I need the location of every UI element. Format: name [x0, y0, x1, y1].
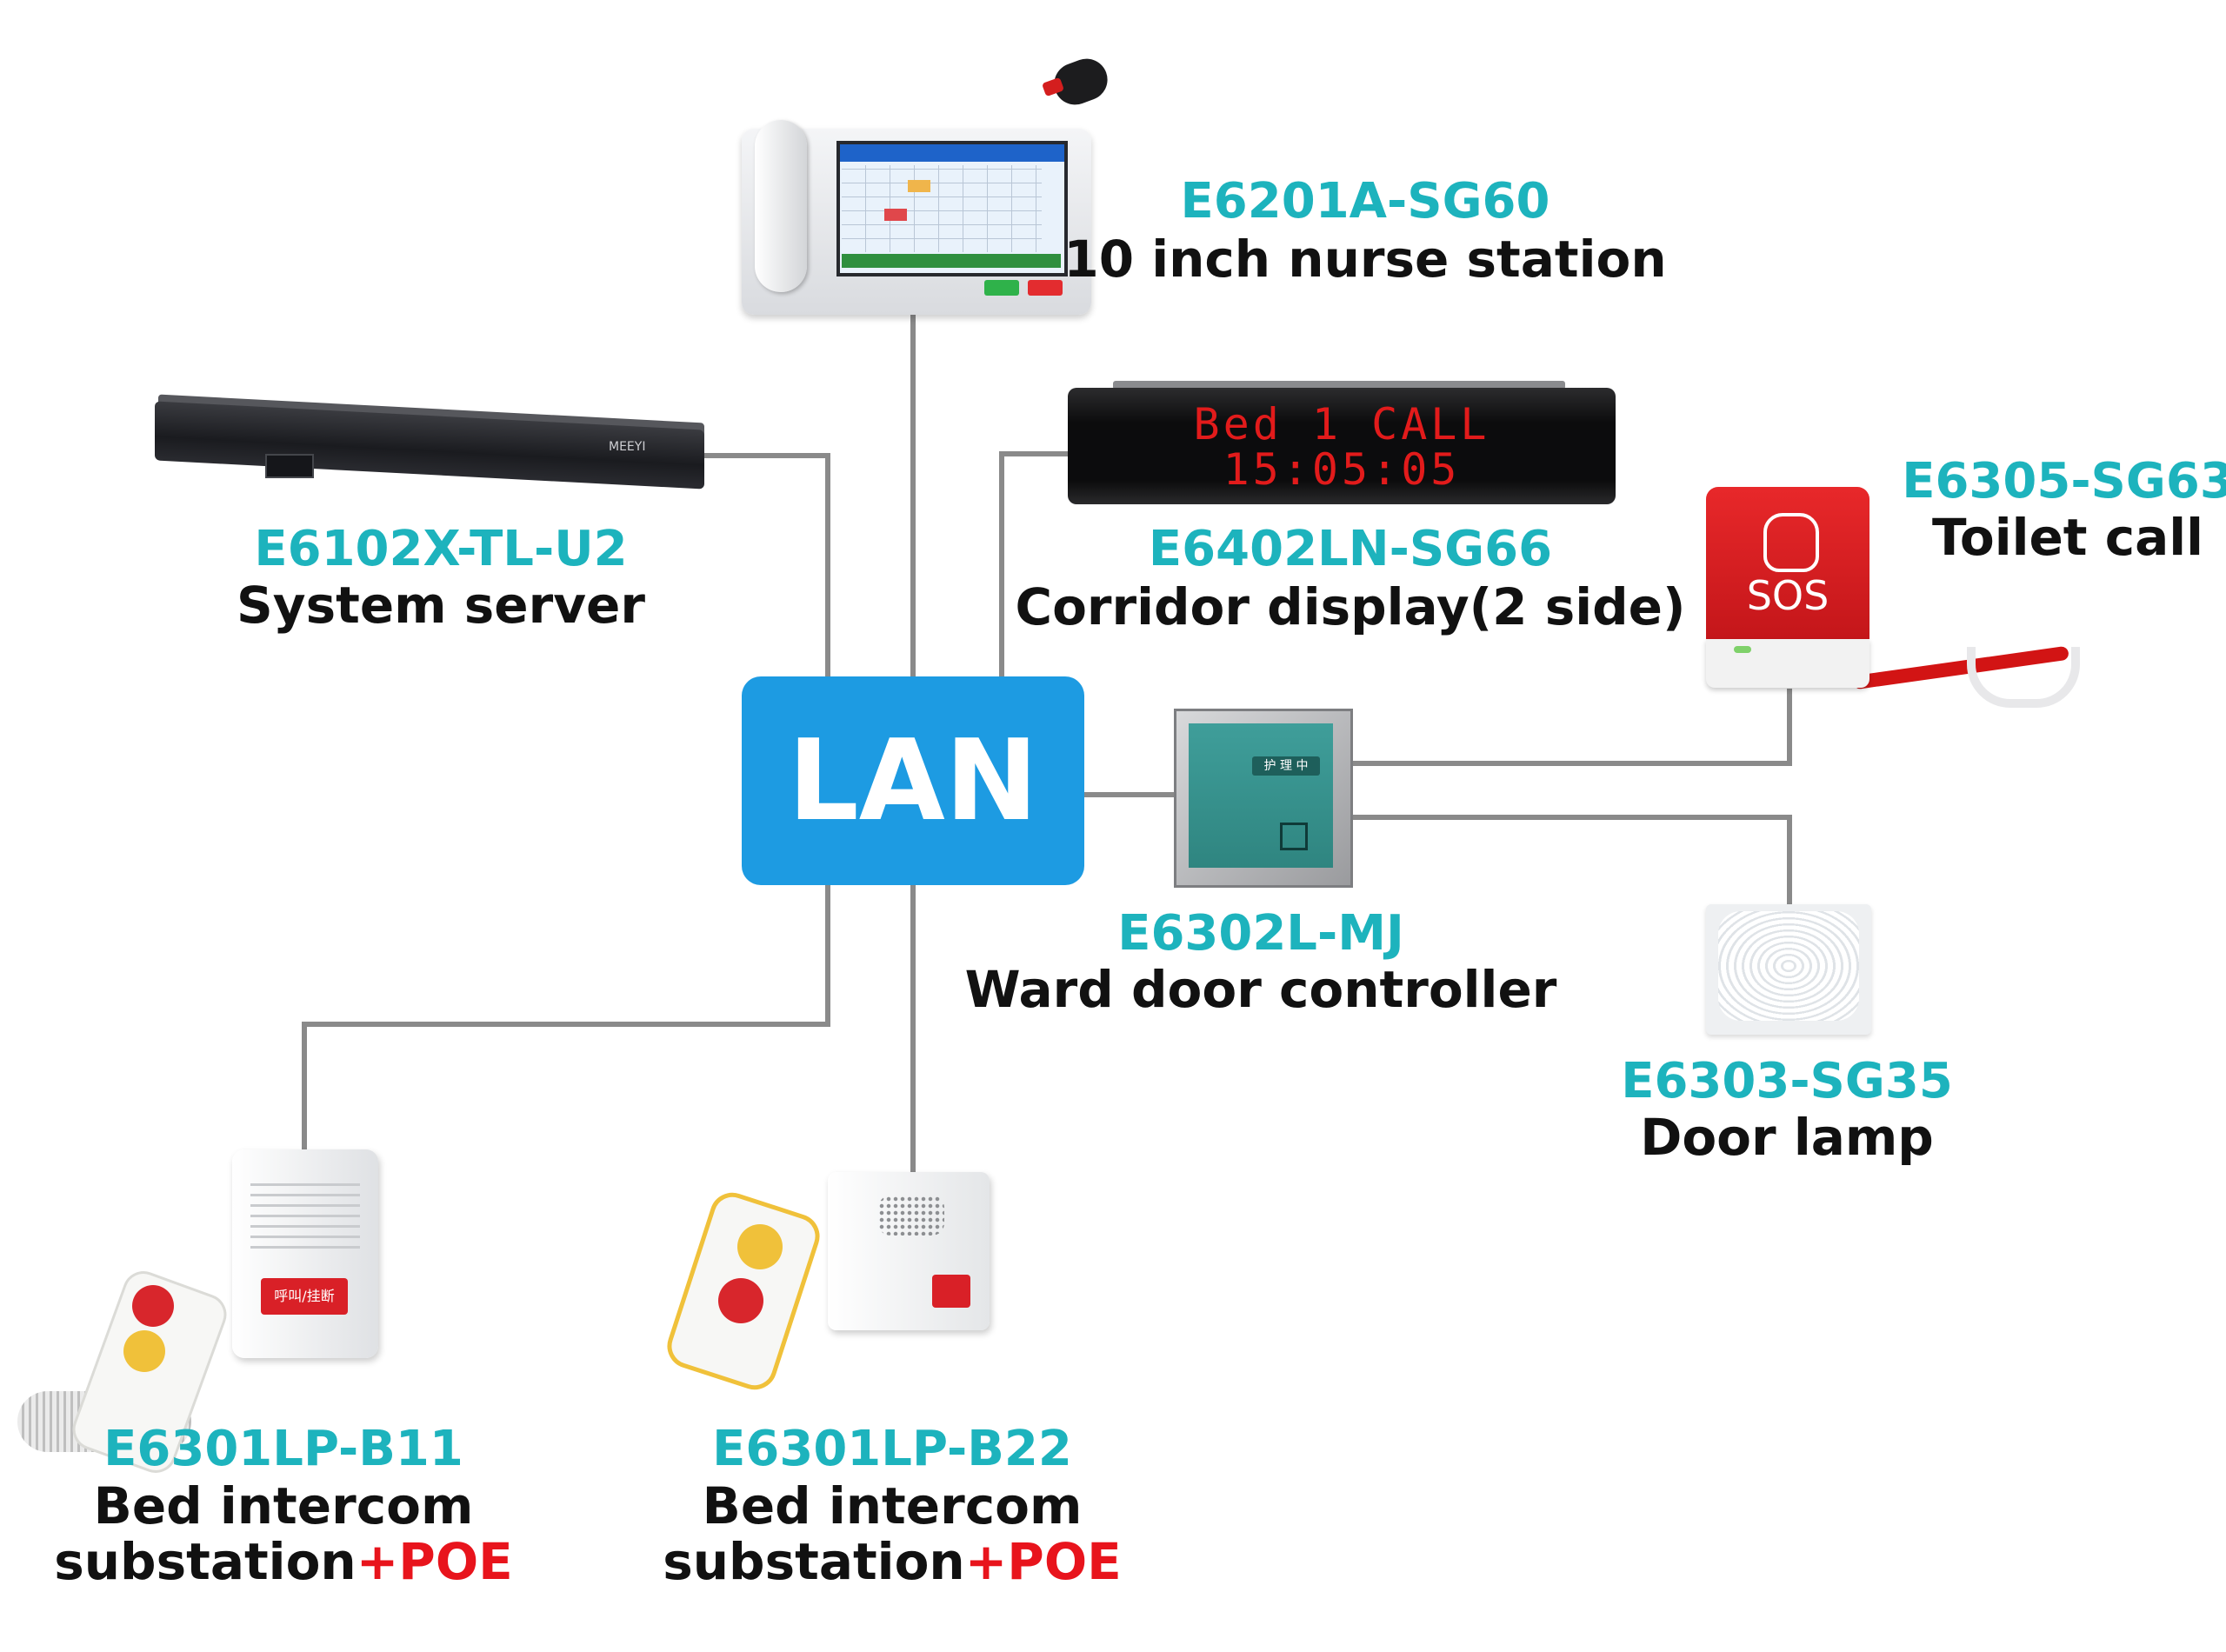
corridor-display-model: E6402LN-SG66 [1148, 521, 1553, 577]
lan-label: LAN [788, 716, 1038, 846]
corridor-display-screen: Bed 1 CALL 15:05:05 [1076, 402, 1607, 492]
wire-bed-b11 [302, 885, 830, 1149]
server-ports [265, 454, 314, 478]
card-reader-icon [1280, 823, 1308, 850]
server-name: System server [236, 576, 646, 635]
display-line-1: Bed 1 CALL [1193, 399, 1490, 450]
lan-hub: LAN [742, 676, 1084, 885]
toilet-call-base [1706, 639, 1869, 688]
corridor-display-device [1068, 388, 1616, 504]
server-model: E6102X-TL-U2 [254, 521, 628, 577]
bed-intercom-b11-name-1: Bed intercom [93, 1476, 474, 1535]
cancel-icon [737, 1224, 783, 1269]
nurse-station-screen-grid [842, 165, 1042, 252]
call-hangup-button: 呼叫/挂断 [261, 1278, 348, 1315]
b11-substation-text: substation [54, 1532, 357, 1591]
bed-intercom-b11-model: E6301LP-B11 [103, 1421, 463, 1477]
cancel-led [1734, 646, 1751, 653]
door-lamp-name: Door lamp [1640, 1108, 1934, 1167]
server-brand-label: MEEYI [609, 440, 646, 454]
b22-poe-text: +POE [964, 1532, 1122, 1591]
nurse-station-screen-footer [842, 254, 1061, 268]
pull-cord-handle [1967, 647, 2080, 708]
toilet-call-device [1706, 487, 1869, 639]
cancel-icon [123, 1330, 165, 1372]
nurse-station-hangup-button [1028, 280, 1063, 296]
bed-intercom-b22-name-1: Bed intercom [702, 1476, 1083, 1535]
nurse-station-name: 10 inch nurse station [1063, 230, 1667, 289]
display-mount-rail [1113, 381, 1565, 390]
speaker-grille [878, 1196, 944, 1236]
b11-poe-text: +POE [356, 1532, 513, 1591]
door-lamp-device [1718, 911, 1859, 1021]
nurse-call-icon [718, 1278, 763, 1323]
nurse-station-screen-header [840, 144, 1064, 162]
wire-door-lamp [1348, 815, 1792, 904]
bed-intercom-b11-name-2: substation+POE [54, 1534, 513, 1589]
toilet-call-model: E6305-SG63 [1902, 453, 2226, 510]
nurse-station-cell-alert [908, 180, 930, 192]
call-hangup-button [932, 1275, 970, 1308]
call-hangup-label: 呼叫/挂断 [274, 1288, 335, 1304]
corridor-display-name: Corridor display(2 side) [1015, 577, 1686, 636]
ward-door-controller-panel [1189, 723, 1333, 868]
nurse-call-icon [132, 1285, 174, 1327]
wire-corridor-display [999, 451, 1068, 676]
speaker-grille [250, 1181, 360, 1249]
bed-intercom-b22-model: E6301LP-B22 [712, 1421, 1072, 1477]
wire-toilet-call [1348, 689, 1792, 766]
ward-door-controller-model: E6302L-MJ [1117, 905, 1404, 962]
ward-door-controller-screen: 护 理 中 [1252, 756, 1320, 776]
nurse-station-cell-call [884, 209, 907, 221]
hand-icon [1763, 513, 1819, 572]
b22-substation-text: substation [663, 1532, 965, 1591]
toilet-call-name: Toilet call [1931, 508, 2204, 567]
nurse-station-answer-button [984, 280, 1019, 296]
handset-icon [755, 120, 807, 292]
sos-label: SOS [1746, 572, 1829, 619]
ward-door-controller-name: Ward door controller [964, 960, 1557, 1019]
bed-intercom-b22-name-2: substation+POE [663, 1534, 1122, 1589]
display-line-2: 15:05:05 [1223, 444, 1461, 495]
door-lamp-model: E6303-SG35 [1621, 1053, 1953, 1109]
wire-server [703, 453, 830, 676]
nurse-station-model: E6201A-SG60 [1180, 173, 1550, 230]
